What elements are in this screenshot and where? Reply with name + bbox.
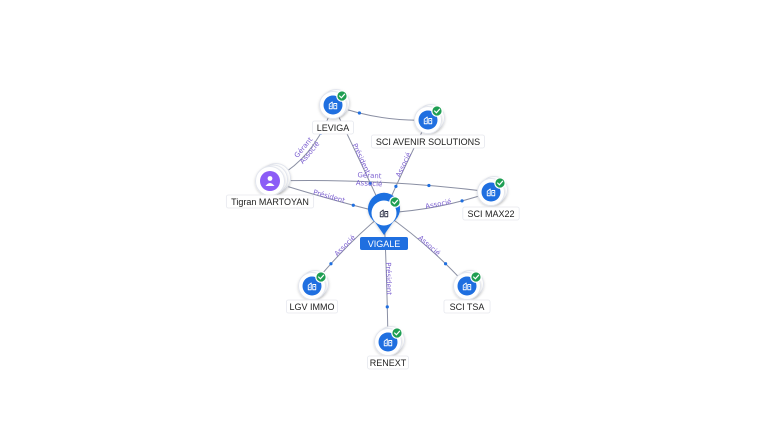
person-icon (265, 176, 275, 186)
svg-text:SCI TSA: SCI TSA (450, 302, 485, 312)
company-renext-label: RENEXT (367, 355, 409, 370)
edge-arrow (329, 262, 333, 266)
edge-arrow (443, 262, 448, 266)
verified-check-icon (470, 271, 482, 283)
edge-arrow (368, 181, 372, 185)
edge-arrow (357, 111, 361, 115)
company-node-leviga[interactable]: LEVIGA (312, 89, 354, 135)
company-node-renext[interactable]: RENEXT (367, 326, 409, 370)
company-node-lgv-immo[interactable]: LGV IMMO (285, 270, 338, 314)
verified-check-icon (494, 177, 506, 189)
edge-arrow (460, 199, 464, 203)
company-node-sci-max22[interactable]: SCI MAX22 (462, 176, 520, 221)
svg-text:RENEXT: RENEXT (370, 358, 407, 368)
company-node-sci-avenir[interactable]: SCI AVENIR SOLUTIONS (371, 104, 485, 149)
company-sci-avenir-label: SCI AVENIR SOLUTIONS (371, 134, 485, 149)
building-icon (423, 116, 433, 125)
svg-text:Tigran MARTOYAN: Tigran MARTOYAN (231, 197, 309, 207)
svg-text:LEVIGA: LEVIGA (317, 123, 350, 133)
company-leviga-label: LEVIGA (312, 120, 354, 135)
company-sci-max22-label: SCI MAX22 (462, 206, 520, 221)
svg-text:LGV IMMO: LGV IMMO (289, 302, 334, 312)
center-company-label: VIGALE (360, 237, 408, 250)
edge-label: Associé (425, 198, 453, 211)
person-tigran-label: Tigran MARTOYAN (225, 194, 315, 209)
verified-check-icon (336, 90, 348, 102)
svg-text:SCI MAX22: SCI MAX22 (467, 209, 514, 219)
building-icon (379, 209, 389, 218)
edge-label: Associé (416, 234, 441, 257)
edge-arrow (351, 203, 355, 207)
svg-text:VIGALE: VIGALE (368, 239, 401, 249)
center-company-node[interactable]: VIGALE (360, 192, 408, 250)
verified-check-icon (391, 327, 403, 339)
building-icon (383, 338, 393, 347)
edge-label: Président (384, 262, 393, 295)
svg-text:SCI AVENIR SOLUTIONS: SCI AVENIR SOLUTIONS (376, 137, 480, 147)
edge-tigran-sci-max22 (269, 179, 492, 193)
person-node-tigran[interactable]: Tigran MARTOYAN (225, 163, 315, 209)
verified-check-icon (431, 105, 443, 117)
verified-check-icon (389, 196, 401, 208)
edge-label: Associé (333, 234, 357, 258)
edge-arrow (385, 305, 389, 309)
company-node-sci-tsa[interactable]: SCI TSA (443, 270, 491, 314)
building-icon (462, 282, 472, 291)
verified-check-icon (315, 271, 327, 283)
edge-arrow (427, 183, 431, 188)
company-lgv-immo-label: LGV IMMO (285, 299, 338, 314)
edge-label: GérantAssocié (356, 171, 383, 188)
company-sci-tsa-label: SCI TSA (443, 299, 491, 314)
edge-arrow (394, 184, 398, 188)
building-icon (307, 282, 317, 291)
edge-label: Associé (394, 151, 413, 178)
building-icon (328, 101, 338, 110)
building-icon (486, 188, 496, 197)
edge-label: Président (312, 188, 346, 205)
